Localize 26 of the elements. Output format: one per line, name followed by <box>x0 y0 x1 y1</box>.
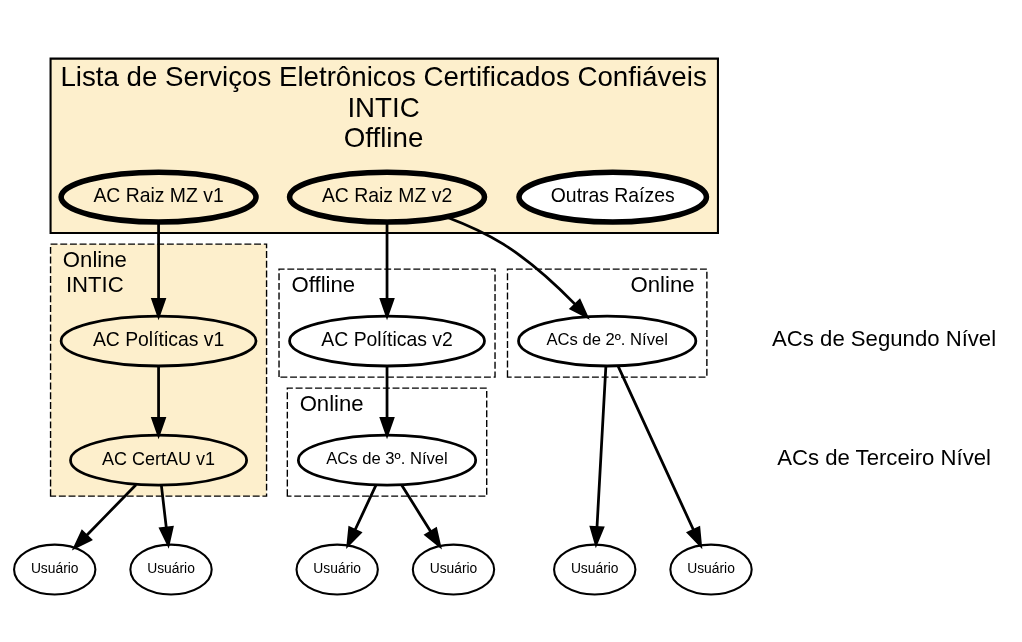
label: ACs de Segundo Nível <box>772 326 997 352</box>
node-ellipse: AC Raiz MZ v1 <box>58 169 259 225</box>
node-ellipse: Usuário <box>553 543 637 596</box>
arrow <box>445 215 590 320</box>
arrow <box>379 366 395 440</box>
node-ellipse: Usuário <box>411 543 496 596</box>
node-ellipse: Outras Raízes <box>516 169 710 225</box>
node-ellipse: AC Políticas v1 <box>59 314 258 368</box>
arrow <box>346 484 378 550</box>
node-ellipse: ACs de 3º. Nível <box>296 433 478 487</box>
arrow <box>589 366 608 549</box>
node-ellipse: Usuário <box>129 543 213 596</box>
arrow <box>158 485 174 549</box>
node-ellipse: ACs de 2º. Nível <box>517 314 698 368</box>
arrow <box>379 222 395 321</box>
arrow <box>616 365 703 550</box>
arrow <box>150 366 167 440</box>
node-ellipse: AC Políticas v2 <box>288 314 486 368</box>
node-ellipse: AC Raiz MZ v2 <box>286 169 488 225</box>
node-ellipse: Usuário <box>13 543 97 596</box>
label: ACs de Terceiro Nível <box>777 445 991 471</box>
arrow <box>150 222 167 321</box>
node-ellipse: Usuário <box>669 543 753 596</box>
node-ellipse: Usuário <box>295 543 379 596</box>
node-ellipse: AC CertAU v1 <box>69 433 248 487</box>
arrow <box>400 484 442 550</box>
